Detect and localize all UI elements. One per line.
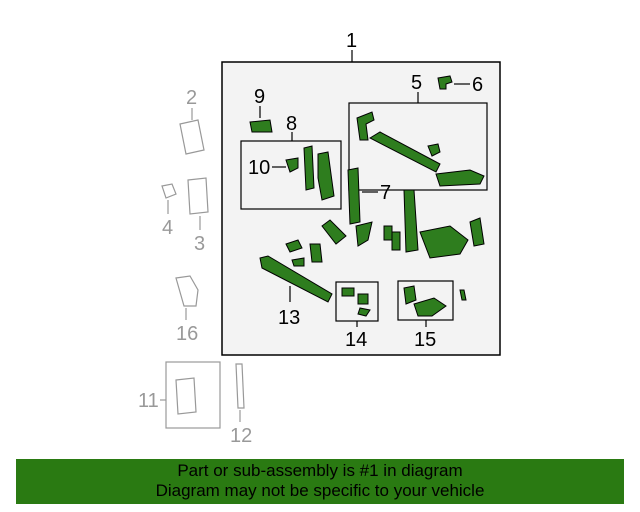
part-9 bbox=[249, 119, 273, 133]
part-15-b bbox=[413, 297, 447, 317]
part-5-bracket bbox=[356, 111, 375, 141]
callout-6: 6 bbox=[472, 74, 483, 96]
part-5-tab bbox=[427, 143, 441, 157]
part-misc-b bbox=[355, 221, 373, 247]
part-10 bbox=[285, 157, 299, 173]
part-14-c bbox=[357, 307, 371, 317]
callout-11: 11 bbox=[138, 390, 159, 412]
callout-12: 12 bbox=[230, 425, 252, 447]
ghost-part-3 bbox=[187, 177, 209, 215]
part-7 bbox=[347, 167, 361, 225]
callout-8: 8 bbox=[286, 113, 297, 135]
ghost-part-2 bbox=[179, 119, 205, 155]
callout-4: 4 bbox=[162, 217, 173, 239]
part-misc-d bbox=[309, 243, 323, 263]
ghost-part-16 bbox=[175, 275, 199, 307]
ghost-box-11 bbox=[165, 361, 221, 429]
part-14-b bbox=[357, 293, 369, 305]
callout-13: 13 bbox=[278, 307, 300, 329]
part-15-a bbox=[403, 285, 417, 305]
callout-7: 7 bbox=[380, 182, 391, 204]
part-misc-g bbox=[391, 231, 401, 251]
parts-diagram: 1 5 6 9 8 10 7 13 14 1 bbox=[138, 30, 501, 447]
part-misc-h bbox=[403, 189, 419, 253]
info-banner: Part or sub-assembly is #1 in diagram Di… bbox=[16, 459, 624, 504]
ghost-part-12 bbox=[235, 363, 245, 409]
callout-16: 16 bbox=[176, 323, 198, 345]
ghost-part-11 bbox=[175, 377, 197, 415]
part-6 bbox=[437, 75, 453, 90]
part-misc-j bbox=[469, 217, 485, 247]
subassembly-box-8 bbox=[240, 140, 342, 210]
part-5-crossmember bbox=[368, 131, 441, 173]
callout-14: 14 bbox=[345, 329, 367, 351]
part-misc-c bbox=[285, 239, 303, 253]
callout-5: 5 bbox=[411, 72, 422, 94]
part-misc-f bbox=[383, 225, 393, 241]
callout-1: 1 bbox=[346, 30, 357, 52]
banner-line-1: Part or sub-assembly is #1 in diagram bbox=[177, 461, 463, 480]
part-13 bbox=[259, 255, 333, 303]
ghost-part-4 bbox=[161, 183, 177, 199]
callout-9: 9 bbox=[254, 86, 265, 108]
part-misc-a bbox=[321, 219, 347, 245]
part-8-pillar bbox=[303, 145, 315, 191]
part-8-brace bbox=[317, 151, 335, 201]
part-5-rail bbox=[435, 169, 485, 187]
part-14-a bbox=[341, 287, 355, 297]
callout-2: 2 bbox=[186, 87, 197, 109]
part-15-clip bbox=[459, 289, 467, 301]
callout-3: 3 bbox=[194, 233, 205, 255]
part-misc-e bbox=[291, 257, 305, 267]
callout-10: 10 bbox=[248, 157, 270, 179]
part-misc-i bbox=[419, 225, 469, 259]
callout-15: 15 bbox=[414, 329, 436, 351]
banner-line-2: Diagram may not be specific to your vehi… bbox=[155, 481, 485, 500]
